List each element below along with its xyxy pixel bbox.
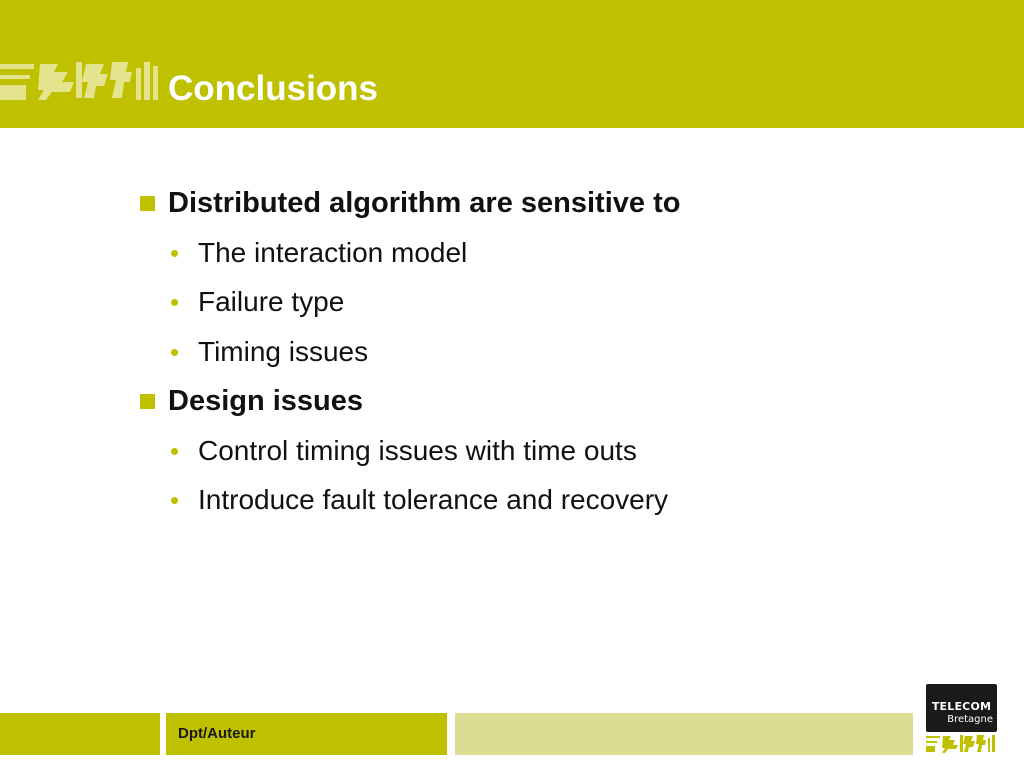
logo-line1: TELECOM	[931, 700, 992, 713]
dot-bullet-icon: •	[170, 336, 180, 367]
square-bullet-icon	[140, 394, 155, 409]
dot-bullet-icon: •	[170, 237, 180, 268]
bullet-level1: Design issues	[140, 378, 940, 428]
bullet-level2: • Control timing issues with time outs	[140, 428, 940, 478]
bullet-level2: • Failure type	[140, 279, 940, 329]
footer-author: Dpt/Auteur	[178, 725, 256, 742]
calligraphy-logo-icon	[926, 735, 995, 753]
footer-bar-left	[0, 713, 160, 755]
dot-bullet-icon: •	[170, 435, 180, 466]
bullet-text: Control timing issues with time outs	[198, 434, 637, 466]
square-bullet-icon	[140, 196, 155, 211]
bullet-level2: • Timing issues	[140, 329, 940, 379]
slide-title: Conclusions	[168, 69, 379, 108]
header-band: Conclusions	[0, 0, 1024, 128]
bullet-level1: Distributed algorithm are sensitive to	[140, 180, 940, 230]
dot-bullet-icon: •	[170, 485, 180, 515]
calligraphy-logo-icon	[0, 62, 158, 100]
bullet-list: Distributed algorithm are sensitive to •…	[140, 180, 940, 527]
bullet-text: Introduce fault tolerance and recovery	[198, 484, 669, 515]
bullet-level2: • Introduce fault tolerance and recovery	[140, 477, 940, 527]
bullet-level2: • The interaction model	[140, 230, 940, 280]
bullet-text: The interaction model	[198, 236, 468, 268]
logo-line2: Bretagne	[947, 714, 993, 725]
telecom-logo: TELECOM Bretagne	[926, 684, 997, 732]
dot-bullet-icon: •	[170, 287, 180, 317]
bullet-text: Design issues	[168, 385, 364, 417]
bullet-text: Failure type	[198, 286, 345, 317]
footer-bar-right	[455, 713, 913, 755]
bullet-text: Timing issues	[198, 335, 369, 367]
footer-bar-author	[166, 713, 447, 755]
bullet-text: Distributed algorithm are sensitive to	[168, 187, 681, 219]
